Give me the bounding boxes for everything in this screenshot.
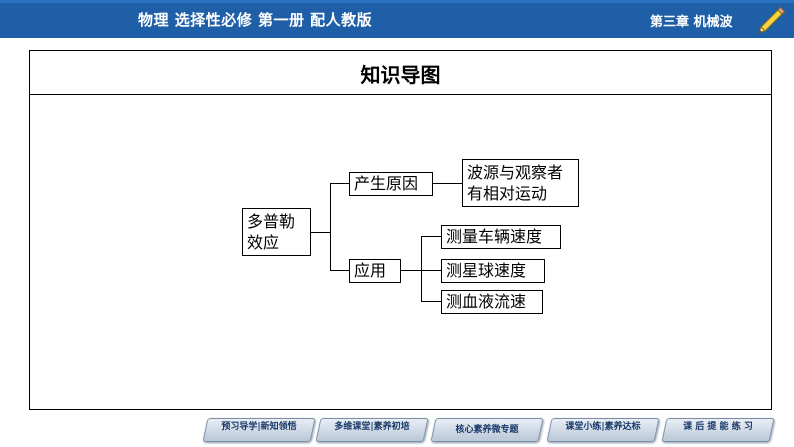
connector-root-out <box>311 232 330 234</box>
panel-title: 知识导图 <box>360 63 441 87</box>
connector-root-vertical <box>330 183 332 271</box>
application-item: 测星球速度 <box>441 259 545 283</box>
connector-to-application <box>330 270 349 272</box>
nav-label: 课堂小练|素养达标 <box>565 422 641 432</box>
connector-to-app-1 <box>421 236 441 238</box>
chapter-title: 第三章 机械波 <box>650 15 733 30</box>
nav-classroom-button[interactable]: 多维课堂|素养初培 <box>315 418 429 442</box>
application-item: 测血液流速 <box>441 290 543 314</box>
connector-to-cause <box>330 183 349 185</box>
connector-to-app-3 <box>421 301 441 303</box>
nav-preview-button[interactable]: 预习导学|新知领悟 <box>202 418 316 442</box>
knowledge-map-panel: 知识导图 <box>29 50 772 410</box>
nav-label: 课 后 提 能 练 习 <box>683 422 753 432</box>
pencil-icon <box>758 6 786 33</box>
header-highlight <box>0 0 794 3</box>
root-node: 多普勒 效应 <box>242 208 311 256</box>
connector-application-vertical <box>421 236 423 302</box>
application-item: 测量车辆速度 <box>441 225 561 249</box>
nav-label: 预习导学|新知领悟 <box>221 422 297 432</box>
panel-title-row: 知识导图 <box>30 51 771 95</box>
nav-label: 多维课堂|素养初培 <box>334 422 410 432</box>
cause-node: 产生原因 <box>349 172 433 196</box>
header-bar: 物理 选择性必修 第一册 配人教版 第三章 机械波 <box>0 0 794 38</box>
connector-to-app-2 <box>421 270 441 272</box>
application-node: 应用 <box>349 259 401 283</box>
cause-detail-node: 波源与观察者 有相对运动 <box>462 159 579 207</box>
nav-practice-button[interactable]: 课堂小练|素养达标 <box>546 418 660 442</box>
nav-homework-button[interactable]: 课 后 提 能 练 习 <box>661 418 775 442</box>
nav-label: 核心素养微专题 <box>455 425 519 435</box>
course-title: 物理 选择性必修 第一册 配人教版 <box>138 11 373 29</box>
nav-topic-button[interactable]: 核心素养微专题 <box>430 418 544 442</box>
connector-cause-to-detail <box>433 183 462 185</box>
connector-application-out <box>401 270 422 272</box>
